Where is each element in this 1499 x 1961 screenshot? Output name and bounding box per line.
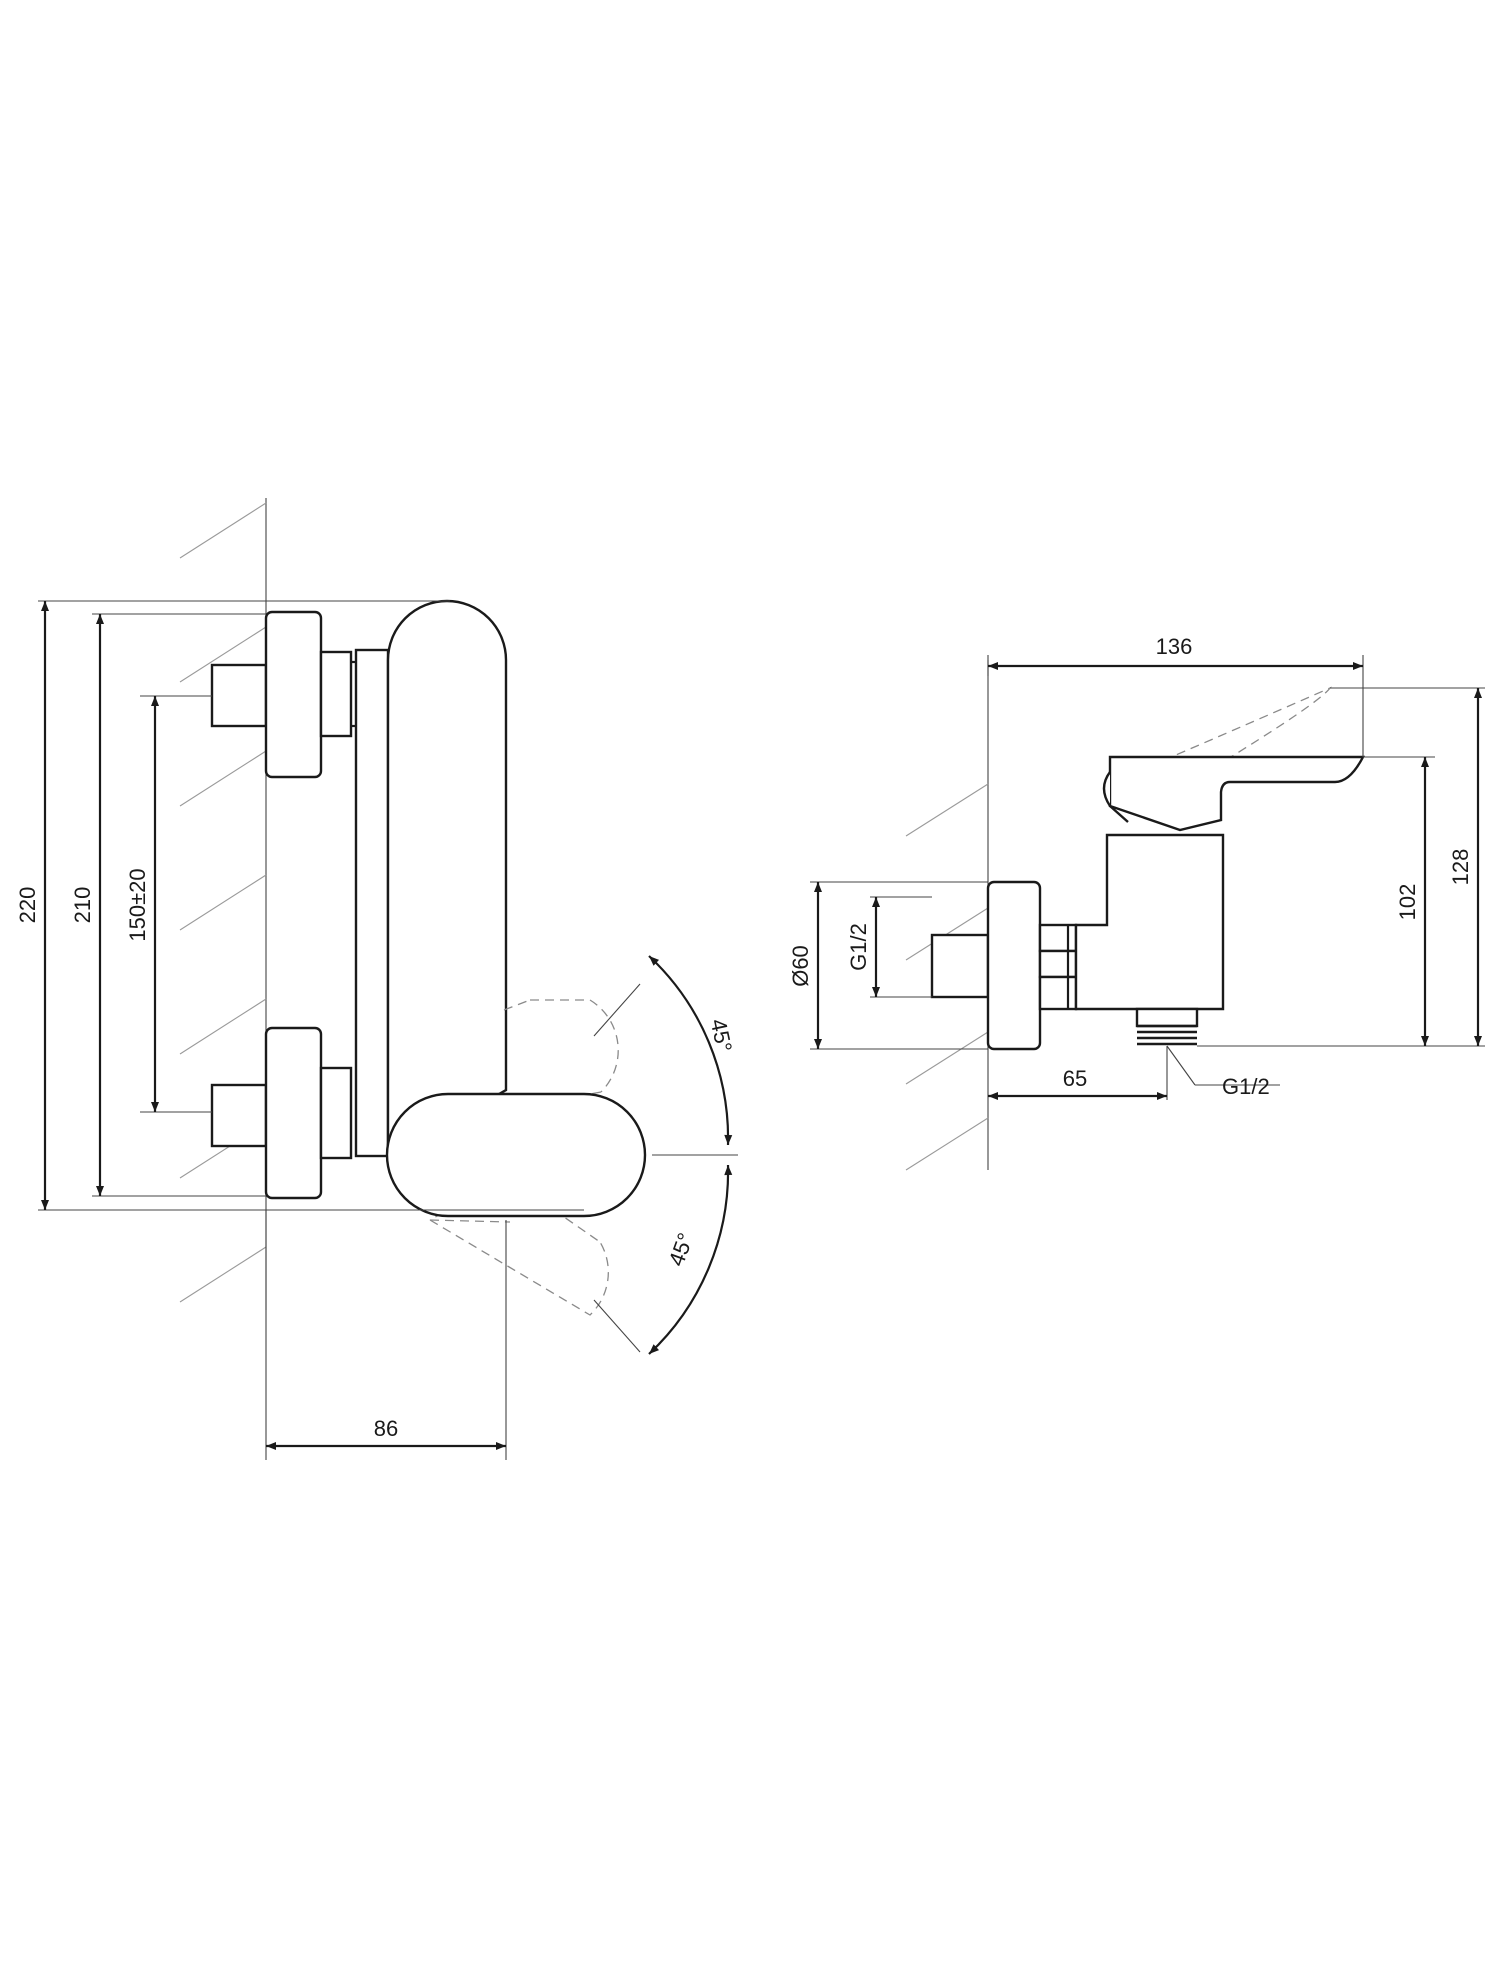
side-mixer-body: [1074, 833, 1225, 1011]
upper-inlet: [210, 610, 356, 779]
front-view: 220 210 150±20 86 45° 45°: [15, 498, 738, 1460]
side-outlet-thread: [1135, 1007, 1199, 1046]
dim-text-150: 150±20: [125, 868, 150, 941]
side-lever-pivot: [1102, 771, 1129, 823]
side-lever-ghost: [1107, 686, 1332, 785]
angle-arc-upper: [648, 955, 733, 1146]
dim-text-g12-outlet: G1/2: [1222, 1074, 1270, 1099]
angle-arc-lower: [648, 1164, 733, 1355]
side-view: 136 128 102 Ø60 G1/2 65 G1/2: [788, 634, 1485, 1171]
dim-text-diameter: Ø60: [788, 945, 813, 987]
dim-text-102: 102: [1395, 884, 1420, 921]
side-nuts: [1038, 923, 1078, 1011]
dim-text-86: 86: [374, 1416, 398, 1441]
dim-text-128: 128: [1448, 849, 1473, 886]
side-lever: [1108, 755, 1365, 832]
mixer-body: [386, 599, 508, 1161]
dim-text-g12-inlet: G1/2: [846, 923, 871, 971]
wall-front: [179, 498, 267, 1310]
mounting-plate: [354, 648, 390, 1158]
angle-text-lower: 45°: [664, 1230, 699, 1270]
dim-text-220: 220: [15, 887, 40, 924]
lever-handle: [385, 1092, 647, 1218]
side-escutcheon: [986, 880, 1042, 1051]
dim-text-136: 136: [1156, 634, 1193, 659]
dim-text-210: 210: [70, 887, 95, 924]
lower-inlet: [210, 1026, 353, 1200]
extension-lines-front: [38, 600, 738, 1460]
wall-side: [905, 660, 989, 1171]
side-inlet-stub: [930, 933, 990, 999]
dim-text-65: 65: [1063, 1066, 1087, 1091]
